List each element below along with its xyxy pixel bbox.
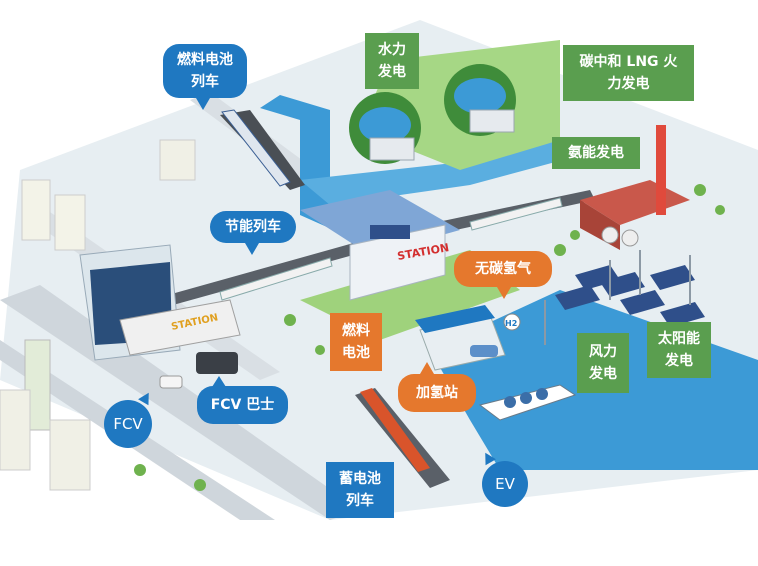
plant-tank bbox=[601, 226, 619, 244]
hydro-reservoir-left bbox=[359, 107, 411, 143]
fcv-label: FCV bbox=[113, 415, 143, 433]
callout-pointer bbox=[245, 243, 259, 255]
callout-ev: EV bbox=[482, 461, 528, 507]
energy-saving-train bbox=[219, 257, 333, 301]
fcv-bus-label: FCV 巴士 bbox=[210, 397, 275, 413]
ev-label: EV bbox=[495, 475, 515, 493]
carbon-neutral-lng-label: 碳中和 LNG 火 力发电 bbox=[579, 54, 678, 92]
road bbox=[0, 285, 360, 520]
lng-tank bbox=[536, 388, 548, 400]
hydro-dam-right bbox=[469, 109, 515, 133]
lng-tank bbox=[520, 392, 532, 404]
train-right bbox=[469, 197, 563, 231]
lng-tank bbox=[504, 396, 516, 408]
h2-tank bbox=[503, 313, 521, 331]
callout-solar-power: 太阳能 发电 bbox=[647, 322, 711, 378]
callout-ammonia-power: 氨能发电 bbox=[552, 137, 640, 169]
fuel-cell-train bbox=[221, 109, 291, 187]
trees bbox=[114, 184, 725, 491]
callout-fcv: FCV bbox=[104, 400, 152, 448]
fuel-cell-train-label: 燃料电池 列车 bbox=[177, 52, 233, 90]
callout-pointer bbox=[497, 287, 511, 299]
callout-battery-train: 蓄电池 列车 bbox=[326, 462, 394, 518]
hydro-reservoir-right bbox=[454, 78, 506, 114]
callout-carbon-free-hydrogen: 无碳氢气 bbox=[454, 251, 552, 287]
callout-energy-saving-train: 节能列车 bbox=[210, 211, 296, 243]
chimney bbox=[656, 125, 666, 215]
callout-pointer bbox=[196, 98, 210, 110]
building bbox=[49, 419, 91, 491]
fcv-bus bbox=[196, 352, 238, 374]
canal bbox=[300, 140, 600, 205]
station-building bbox=[349, 224, 446, 301]
battery-train-label: 蓄电池 列车 bbox=[339, 471, 381, 509]
carbon-free-hydrogen-label: 无碳氢气 bbox=[475, 261, 531, 277]
building bbox=[54, 194, 86, 251]
hydro-power-label: 水力 发电 bbox=[378, 42, 406, 80]
river bbox=[260, 95, 360, 235]
hydrogen-station-label: 加氢站 bbox=[416, 385, 458, 401]
callout-fuel-cell: 燃料 电池 bbox=[330, 313, 382, 371]
car bbox=[470, 345, 498, 357]
callout-fuel-cell-train: 燃料电池 列车 bbox=[163, 44, 247, 98]
hydrogen-station-canopy bbox=[415, 305, 495, 333]
callout-wind-power: 风力 发电 bbox=[577, 333, 629, 393]
battery-train bbox=[360, 388, 430, 472]
hydro-dam-left bbox=[369, 137, 415, 161]
callout-pointer bbox=[212, 376, 226, 387]
callout-fcv-bus: FCV 巴士 bbox=[197, 386, 288, 424]
energy-saving-train-label: 节能列车 bbox=[225, 219, 281, 235]
building bbox=[21, 179, 51, 241]
callout-carbon-neutral-lng: 碳中和 LNG 火 力发电 bbox=[563, 45, 694, 101]
building bbox=[0, 389, 31, 471]
h2-sign: H2 bbox=[505, 319, 517, 328]
building bbox=[159, 139, 196, 181]
ammonia-power-label: 氨能发电 bbox=[568, 145, 624, 161]
solar-power-label: 太阳能 发电 bbox=[658, 331, 700, 369]
callout-pointer bbox=[420, 362, 434, 374]
left-station-building bbox=[119, 299, 241, 356]
station-solar-panel bbox=[370, 225, 410, 239]
wind-turbines bbox=[544, 250, 691, 345]
plant-tank bbox=[621, 229, 639, 247]
callout-hydro-power: 水力 发电 bbox=[365, 33, 419, 89]
solar-farm bbox=[555, 265, 705, 327]
callout-hydrogen-station: 加氢站 bbox=[398, 374, 476, 412]
fuel-cell-label: 燃料 电池 bbox=[342, 323, 370, 361]
fcv-car bbox=[159, 375, 183, 389]
wind-power-label: 风力 发电 bbox=[589, 344, 617, 382]
